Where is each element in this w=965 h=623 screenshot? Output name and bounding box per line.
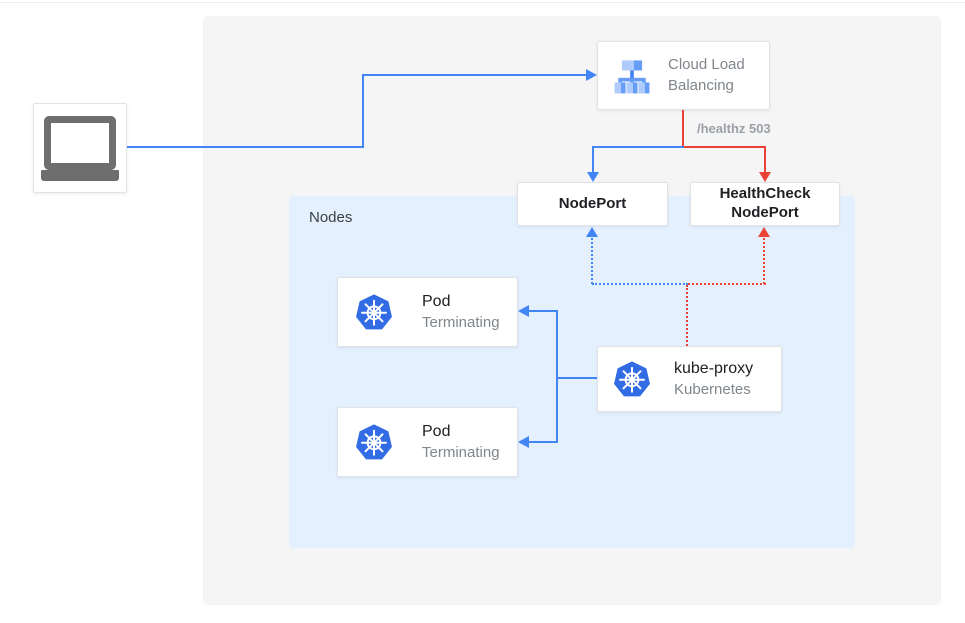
arrowhead-into-pod1 (518, 305, 529, 317)
healthcheck-nodeport-node: HealthCheck NodePort (690, 182, 840, 226)
laptop-icon (41, 115, 119, 181)
kubernetes-icon (356, 424, 392, 460)
pod-2-node: Pod Terminating (337, 407, 518, 477)
edge-junction-left-blue (592, 146, 684, 148)
cloud-load-balancing-label: Cloud Load Balancing (668, 56, 745, 94)
cloud-load-balancing-node: Cloud Load Balancing (597, 41, 770, 110)
kubernetes-icon (356, 294, 392, 330)
pod-1-text: Pod Terminating (422, 291, 500, 332)
nodeport-label: NodePort (558, 194, 627, 212)
edge-pods-trunk-v (556, 311, 558, 443)
pod-1-node: Pod Terminating (337, 277, 518, 347)
nodes-group-label: Nodes (309, 209, 353, 226)
edge-to-pod1-h (528, 310, 558, 312)
healthcheck-nodeport-label: HealthCheck NodePort (719, 185, 811, 221)
pod-2-text: Pod Terminating (422, 421, 500, 462)
kube-proxy-title: kube-proxy (674, 360, 754, 378)
edge-dotted-right-red (688, 283, 766, 285)
nodeport-node: NodePort (517, 182, 668, 226)
arrowhead-into-nodeport (587, 172, 599, 182)
edge-client-lb-v (362, 74, 364, 148)
healthz-503-label: /healthz 503 (697, 121, 771, 136)
kube-proxy-subtitle: Kubernetes (674, 381, 751, 399)
edge-kubeproxy-up-dotted-red (686, 285, 688, 346)
kube-proxy-node: kube-proxy Kubernetes (597, 346, 782, 412)
edge-client-lb-h2 (362, 74, 586, 76)
edge-to-pod2-h (528, 441, 558, 443)
edge-to-nodeport-v (592, 146, 594, 173)
arrowhead-into-hc-nodeport (759, 172, 771, 182)
edge-dotted-to-nodeport (591, 238, 593, 284)
edge-dotted-left-blue (592, 283, 688, 285)
arrowhead-dotted-into-nodeport (586, 227, 598, 237)
pod-1-title: Pod (422, 293, 451, 311)
kube-proxy-text: kube-proxy Kubernetes (674, 358, 753, 399)
arrowhead-into-pod2 (518, 436, 529, 448)
arrowhead-into-lb (586, 69, 597, 81)
edge-to-hc-nodeport-v (764, 146, 766, 173)
arrowhead-dotted-into-hc-nodeport (758, 227, 770, 237)
edge-junction-right-red (684, 146, 766, 148)
edge-lb-down-red (682, 110, 684, 148)
pod-2-status: Terminating (422, 444, 500, 462)
edge-dotted-to-hc-nodeport (763, 238, 765, 284)
pod-2-title: Pod (422, 423, 451, 441)
pod-1-status: Terminating (422, 314, 500, 332)
cloud-load-balancing-icon (614, 59, 650, 93)
kubernetes-icon (614, 361, 650, 397)
client-node (33, 103, 127, 193)
edge-kubeproxy-out-h (557, 377, 597, 379)
edge-client-lb-h1 (127, 146, 364, 148)
page-top-divider (0, 2, 965, 3)
